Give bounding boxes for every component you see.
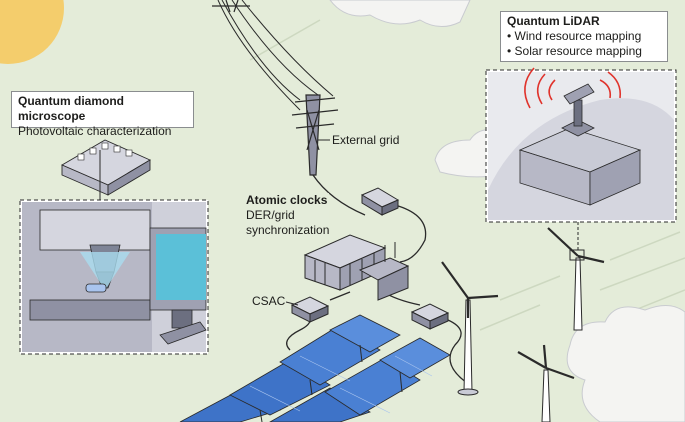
csac-leader-line (285, 301, 299, 306)
microscope-title: Quantum diamond microscope (18, 94, 124, 123)
atomic-clock-unit-1 (360, 187, 400, 216)
microscope-inset (19, 199, 209, 355)
lidar-inset (485, 67, 677, 223)
atomic-clocks-label: Atomic clocks DER/grid synchronization (246, 193, 330, 238)
microscope-device (61, 139, 151, 196)
csac-label: CSAC (252, 294, 286, 309)
lidar-beam (524, 67, 622, 109)
lidar-label: Quantum LiDAR Wind resource mapping Sola… (500, 11, 668, 62)
substation (303, 234, 410, 301)
external-grid-label: External grid (332, 133, 400, 148)
csac-unit (290, 296, 330, 323)
transmission-tower (291, 94, 339, 176)
lidar-item: Wind resource mapping (507, 29, 661, 44)
lidar-list: Wind resource mapping Solar resource map… (507, 29, 661, 59)
cloud-bottom-right (566, 305, 685, 422)
atomic-clocks-title: Atomic clocks (246, 193, 328, 207)
transmission-lines (217, 0, 334, 111)
wind-turbine-center (441, 261, 499, 396)
atomic-clock-unit-2 (410, 303, 450, 330)
lidar-title: Quantum LiDAR (507, 14, 600, 28)
microscope-label: Quantum diamond microscope Photovoltaic … (11, 91, 194, 138)
microscope-subtitle: Photovoltaic characterization (18, 124, 172, 138)
wind-turbine-right (517, 344, 575, 422)
tower-top (212, 0, 250, 13)
atomic-clocks-line2: synchronization (246, 223, 330, 237)
wind-turbine-far (547, 227, 605, 331)
sun (0, 0, 64, 64)
lidar-item: Solar resource mapping (507, 44, 661, 59)
atomic-clocks-line1: DER/grid (246, 208, 295, 222)
cloud-top (329, 0, 471, 27)
solar-array (179, 314, 451, 422)
